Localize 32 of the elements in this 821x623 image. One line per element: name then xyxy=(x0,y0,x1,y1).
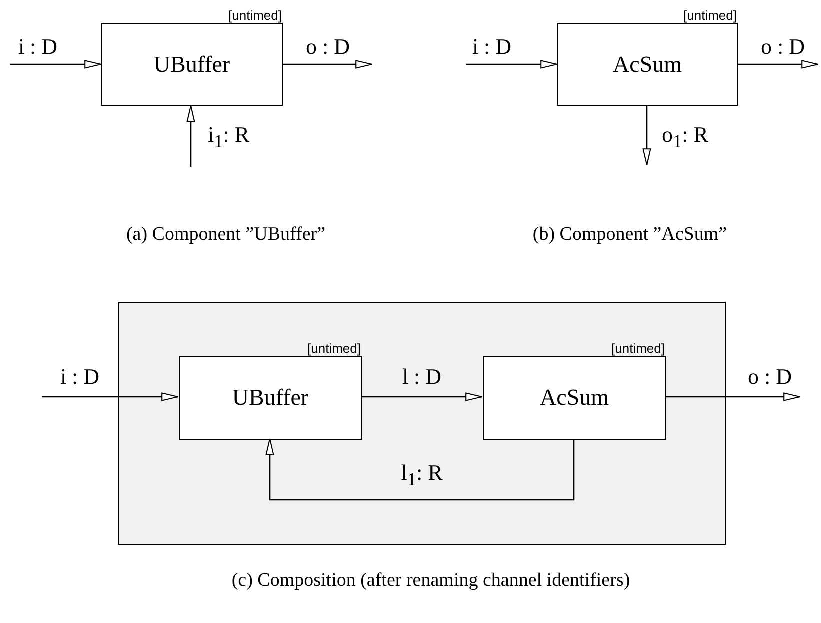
channel-label: i : D xyxy=(18,36,58,58)
timing-annotation: [untimed] xyxy=(684,8,737,23)
channel-arrow xyxy=(466,60,558,69)
composition-frame xyxy=(118,302,726,545)
channel-label: o : D xyxy=(761,36,805,58)
channel-arrow xyxy=(642,106,652,166)
channel-arrow xyxy=(10,60,102,69)
channel-label: i : D xyxy=(60,366,100,388)
channel-arrow xyxy=(738,60,819,69)
channel-label: i$_{1}$: R xyxy=(208,124,250,151)
channel-arrow xyxy=(266,438,575,501)
timing-annotation: [untimed] xyxy=(228,8,282,23)
channel-label: o : D xyxy=(306,36,350,58)
channel-arrow xyxy=(361,392,483,402)
channel-arrow xyxy=(665,392,801,402)
channel-label: l : D xyxy=(402,366,442,388)
component-name: UBuffer xyxy=(232,385,309,411)
channel-label: l$_{1}$: R xyxy=(401,462,443,489)
figure-caption: (a) Component ”UBuffer” xyxy=(126,224,326,246)
timing-annotation: [untimed] xyxy=(308,341,361,356)
channel-arrow xyxy=(283,60,373,69)
component-name: UBuffer xyxy=(154,52,230,78)
component-name: AcSum xyxy=(540,385,609,411)
channel-arrow xyxy=(42,392,179,402)
figure-caption: (b) Component ”AcSum” xyxy=(532,224,728,246)
channel-label: o$_{1}$: R xyxy=(662,124,708,151)
channel-label: o : D xyxy=(748,366,792,388)
channel-label: i : D xyxy=(472,36,512,58)
component-name: AcSum xyxy=(613,52,682,78)
channel-arrow xyxy=(186,105,196,167)
figure-caption: (c) Composition (after renaming channel identifiers) xyxy=(232,570,630,592)
timing-annotation: [untimed] xyxy=(612,341,665,356)
